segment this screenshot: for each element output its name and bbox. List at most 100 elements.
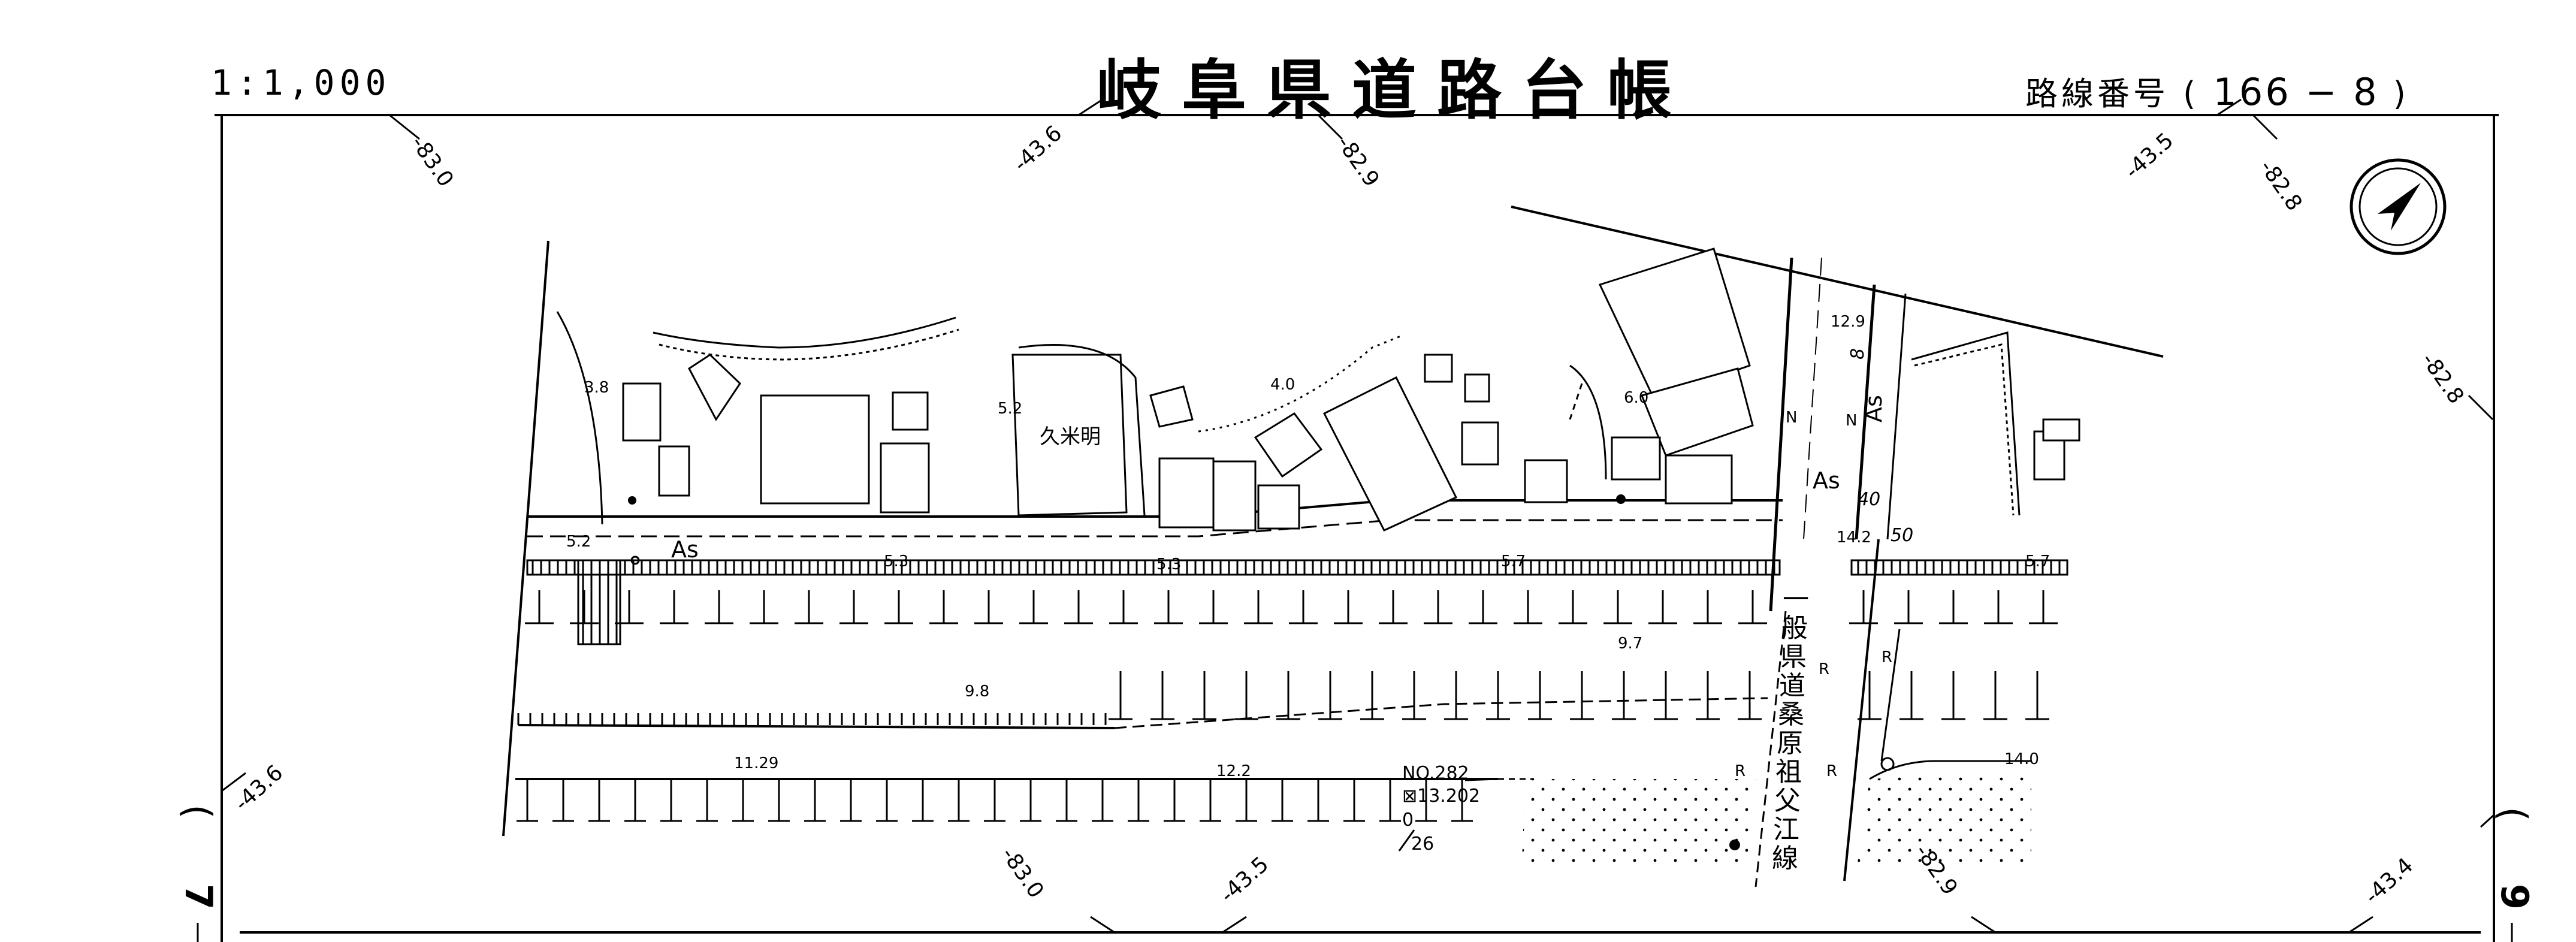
- left-sheet-number: 7: [177, 883, 221, 910]
- slope-tick: [1451, 779, 1473, 822]
- route-number-open: (: [2183, 75, 2200, 113]
- elevation-15: 12.2: [1216, 762, 1251, 780]
- slope-tick: [1192, 671, 1216, 720]
- slope-tick: [804, 779, 826, 822]
- elevation-12: 9.7: [1618, 635, 1642, 653]
- road-name-char: 一: [1783, 584, 1809, 615]
- slope-tick: [974, 590, 1003, 624]
- grid-bottom-2: -43.5: [1216, 852, 1274, 908]
- right-sheet-number: 9: [2493, 883, 2537, 910]
- grid-ticks: [221, 98, 2495, 934]
- utility-poles: [628, 494, 1895, 850]
- left-sheet-paren: (: [176, 804, 220, 819]
- elevation-7: 5.3: [884, 552, 908, 570]
- pavement-labels: As As As: [671, 395, 1887, 563]
- elevation-3: 4.0: [1270, 376, 1295, 394]
- grid-top-4: -43.5: [2121, 128, 2179, 184]
- slope-tick: [1648, 590, 1677, 624]
- slope-tick: [1343, 779, 1365, 822]
- route-number-value: 166 − 8: [2213, 70, 2379, 114]
- fences: [556, 311, 2021, 525]
- slope-tick: [732, 779, 754, 822]
- slope-tick: [839, 590, 868, 624]
- spot-elevations: 3.8 5.2 4.0 6.0 12.9 5.2 5.3 5.3 5.7 14.…: [566, 313, 2050, 780]
- slope-tick: [1236, 779, 1257, 822]
- slope-tick: [1570, 671, 1594, 720]
- slope-tick: [1849, 590, 1878, 624]
- road-name-char: 祖: [1775, 757, 1802, 787]
- slope-tick: [1984, 590, 2013, 624]
- slope-tick: [660, 779, 682, 822]
- km-post-top: 0: [1402, 810, 1414, 831]
- road-name-char: 道: [1779, 671, 1805, 701]
- symbol-r-4: R: [1882, 648, 1892, 666]
- right-sheet-paren: (: [2491, 807, 2535, 822]
- slope-tick: [912, 779, 934, 822]
- road-name-char: 江: [1773, 814, 1799, 845]
- elevation-1: 3.8: [584, 379, 609, 397]
- slope-tick: [1307, 779, 1329, 822]
- elevation-4: 6.0: [1624, 389, 1648, 407]
- grid-bottom-4: -43.4: [2360, 853, 2418, 909]
- slope-tick: [1244, 590, 1273, 624]
- slope-tick: [1109, 590, 1138, 624]
- slope-tick: [840, 779, 862, 822]
- slope-tick: [1654, 671, 1678, 720]
- slope-tick: [1199, 590, 1228, 624]
- symbol-r-1: R: [1819, 660, 1829, 678]
- slope-tick: [948, 779, 970, 822]
- pavement-label-1: As: [671, 536, 699, 563]
- slope-tick: [1056, 779, 1077, 822]
- slope-tick: [1486, 671, 1510, 720]
- slope-tick: [1109, 671, 1133, 720]
- pavement-label-2: As: [1813, 467, 1840, 494]
- route-number-label: 路線番号: [2025, 75, 2169, 113]
- road-name-char: 般: [1781, 613, 1808, 644]
- slope-tick: [1164, 779, 1185, 822]
- grid-right-1: -82.8: [2417, 349, 2469, 409]
- slope-tick: [525, 590, 554, 624]
- road-name-char: 原: [1777, 728, 1803, 759]
- pavement-label-3: As: [1861, 395, 1887, 422]
- slope-tick: [570, 590, 599, 624]
- elevation-5: 12.9: [1831, 313, 1865, 331]
- grid-labels: -83.0 -43.6 -82.9 -43.5 -82.8 -82.8 -43.…: [230, 121, 2469, 909]
- slope-tick: [1941, 671, 1965, 720]
- slope-tick: [984, 779, 1005, 822]
- elevation-9: 5.7: [1501, 552, 1526, 570]
- slope-tick: [768, 779, 790, 822]
- slope-tick: [1983, 671, 2007, 720]
- slope-tick: [1200, 779, 1221, 822]
- grid-top-1: -83.0: [406, 132, 458, 192]
- map-symbols: R R R R N N: [1735, 409, 1892, 780]
- slope-tick: [1402, 671, 1426, 720]
- slope-tick: [2025, 671, 2049, 720]
- slope-tick: [1150, 671, 1174, 720]
- benchmark-elevation: ⊠13.202: [1402, 786, 1480, 807]
- slope-tick: [1738, 590, 1767, 624]
- slope-tick: [1514, 590, 1542, 624]
- road-name-char: 父: [1774, 786, 1801, 816]
- symbol-r-3: R: [1826, 762, 1837, 780]
- slope-tick: [1379, 590, 1408, 624]
- benchmark: NO.282 ⊠13.202 0 26: [1398, 763, 1499, 855]
- page-title: 岐阜県道路台帳: [1097, 53, 1693, 128]
- route-number: 路線番号 ( 166 − 8 ): [2025, 67, 2409, 114]
- crossing-road: [1754, 257, 1907, 887]
- slope-tick: [1020, 779, 1041, 822]
- buildings: [622, 247, 2080, 532]
- road-name-char: 県: [1780, 642, 1807, 672]
- slope-tick: [795, 590, 823, 624]
- north-arrow-icon: [2349, 158, 2447, 255]
- slope-tick: [517, 779, 538, 822]
- slope-hatching: [517, 590, 2058, 822]
- slope-tick: [1444, 671, 1468, 720]
- grid-left-1: -43.6: [230, 760, 288, 816]
- benchmark-number: NO.282: [1402, 763, 1469, 784]
- slope-tick: [1289, 590, 1318, 624]
- slope-tick: [929, 590, 958, 624]
- slope-tick: [2029, 590, 2058, 624]
- road-width-2: 40: [1858, 489, 1880, 510]
- slope-tick: [660, 590, 688, 624]
